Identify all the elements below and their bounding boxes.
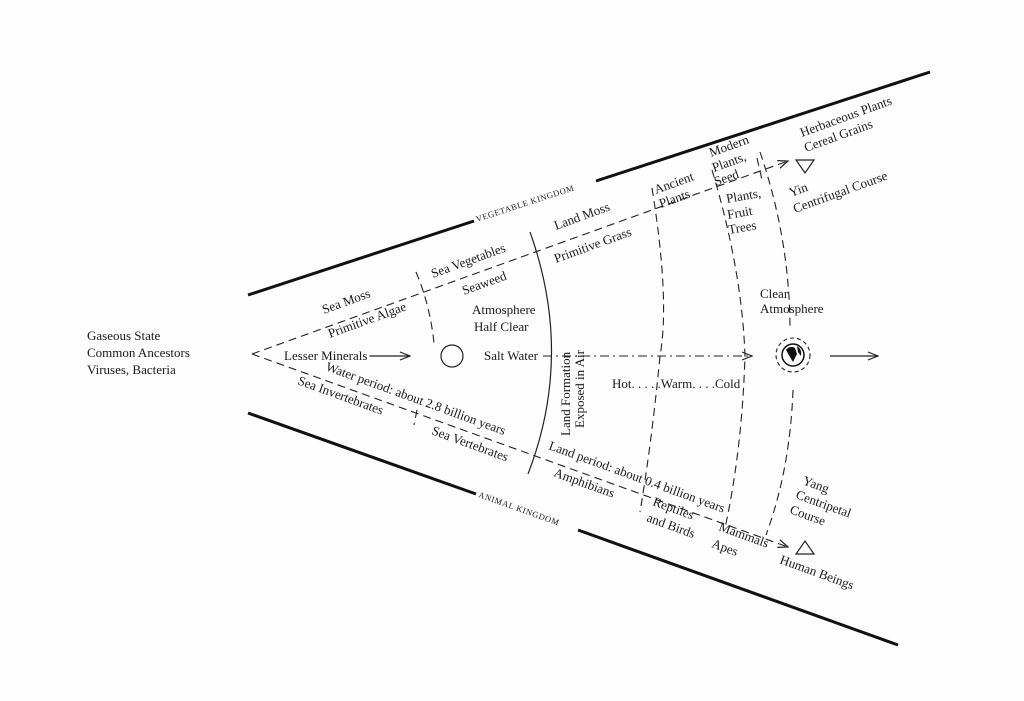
yin-label: Yin xyxy=(787,179,810,200)
land-formation-label-2: Exposed in Air xyxy=(572,349,587,428)
atmosphere-half-label-1: Atmosphere xyxy=(472,302,536,317)
vegetable-kingdom-line-left xyxy=(247,219,475,297)
modern-plants-boundary xyxy=(711,169,746,529)
animal-kingdom-line-right xyxy=(577,528,899,647)
earth-globe-icon xyxy=(775,337,811,373)
seed-boundary xyxy=(756,157,763,181)
human-beings-label: Human Beings xyxy=(778,552,856,593)
yang-triangle-icon xyxy=(794,539,816,555)
yin-triangle-icon xyxy=(794,159,816,175)
salt-water-label: Salt Water xyxy=(484,348,539,363)
origin-line-1: Gaseous State xyxy=(87,328,161,343)
sea-invertebrates-boundary xyxy=(413,409,418,426)
land-formation-label-1: Land Formation xyxy=(558,351,573,436)
animal-evolution-path xyxy=(251,353,788,547)
fruit-trees-label-2: Fruit xyxy=(726,203,754,222)
mammals-boundary xyxy=(765,389,794,536)
ancient-plants-boundary xyxy=(639,187,665,513)
lesser-minerals-label: Lesser Minerals xyxy=(284,348,367,363)
plant-evolution-path xyxy=(251,161,788,355)
atmosphere-half-label-2: Half Clear xyxy=(474,319,529,334)
animal-kingdom-label: ANIMAL KINGDOM xyxy=(477,489,561,527)
fruit-trees-label-3: Trees xyxy=(727,217,758,237)
fruit-trees-label-1: Plants, xyxy=(725,185,762,206)
origin-line-2: Common Ancestors xyxy=(87,345,190,360)
clear-atmosphere-label-1: Clear xyxy=(760,286,789,301)
land-formation-boundary xyxy=(527,231,553,475)
fruit-trees-boundary xyxy=(759,151,791,331)
origin-line-3: Viruses, Bacteria xyxy=(87,362,176,377)
land-moss-label: Land Moss xyxy=(552,199,612,233)
animal-kingdom-line-left xyxy=(247,411,477,496)
seaweed-label: Seaweed xyxy=(460,268,509,298)
temperature-label: Hot. . . . .Warm. . . .Cold xyxy=(612,376,741,391)
vegetable-kingdom-line-right xyxy=(595,70,931,183)
clear-atmosphere-label-2: Atmosphere xyxy=(760,301,824,316)
water-planet-icon xyxy=(440,344,464,368)
sea-moss-boundary xyxy=(415,271,435,344)
